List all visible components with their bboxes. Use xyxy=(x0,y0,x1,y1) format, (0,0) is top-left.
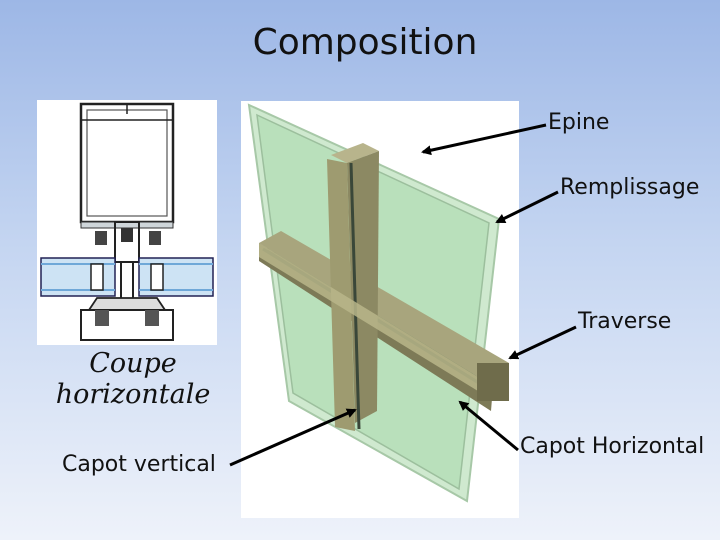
label-traverse: Traverse xyxy=(578,309,672,334)
remplissage-arrow xyxy=(495,190,559,224)
section-caption: Coupe horizontale xyxy=(55,348,211,410)
capot-vertical-arrow xyxy=(229,408,357,467)
capot-horizontal-arrow xyxy=(458,400,519,452)
label-capot-vertical: Capot vertical xyxy=(62,452,216,477)
horizontal-section-drawing xyxy=(37,100,217,345)
curtain-wall-svg xyxy=(247,103,509,503)
traverse-arrow xyxy=(508,325,577,360)
epine-arrow xyxy=(421,123,547,156)
label-remplissage: Remplissage xyxy=(560,175,700,200)
label-epine: Epine xyxy=(548,110,610,135)
curtain-wall-3d-illustration xyxy=(241,101,519,518)
section-svg xyxy=(40,102,214,341)
label-capot-horizontal: Capot Horizontal xyxy=(520,434,705,459)
slide-title: Composition xyxy=(252,22,478,63)
